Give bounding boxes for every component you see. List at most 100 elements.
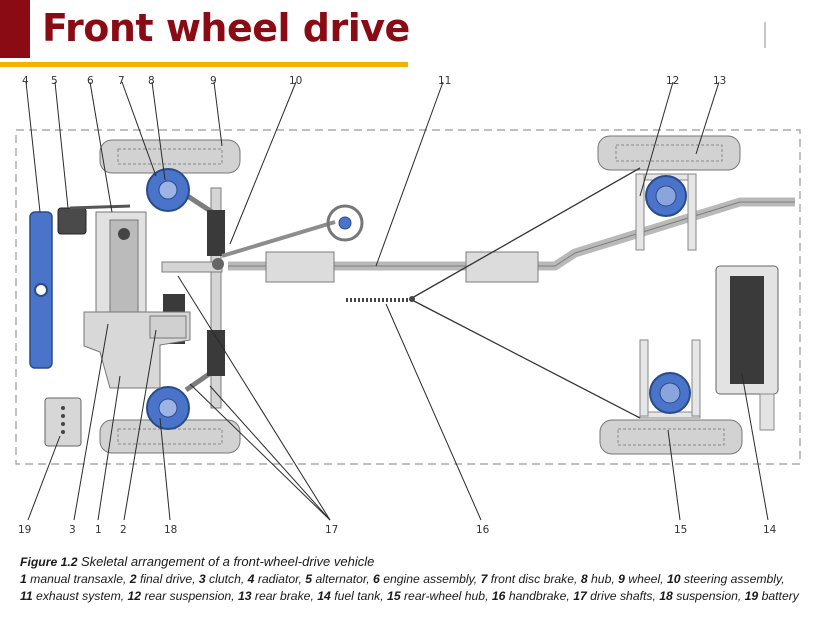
legend-entry: 12 rear suspension,	[128, 589, 235, 603]
alternator-belt	[69, 204, 131, 210]
caption-line-2: 1 manual transaxle, 2 final drive, 3 clu…	[20, 571, 810, 588]
legend-text: front disc brake,	[490, 572, 578, 586]
figure-caption: Figure 1.2 Skeletal arrangement of a fro…	[20, 553, 810, 605]
battery-cell-2	[61, 414, 65, 418]
legend-number: 6	[373, 572, 380, 586]
steering-joint	[212, 258, 224, 270]
steering-column	[221, 220, 336, 258]
callout-1: 1	[95, 524, 102, 536]
fuel-filler-pipe	[759, 393, 775, 431]
callout-4: 4	[22, 75, 29, 87]
callout-11: 11	[438, 75, 451, 87]
callout-8: 8	[148, 75, 155, 87]
legend-text: rear brake,	[254, 589, 314, 603]
legend-number: 4	[247, 572, 255, 586]
legend-number: 1	[20, 572, 27, 586]
legend-number: 9	[618, 572, 625, 586]
legend-entry: 1 manual transaxle,	[20, 572, 126, 586]
front-axle	[210, 187, 222, 409]
legend-number: 2	[129, 572, 137, 586]
callout-5: 5	[51, 75, 58, 87]
legend-number: 11	[20, 589, 33, 603]
front-wheel-tread-top	[117, 148, 223, 165]
leader-7	[121, 81, 157, 177]
leader-16	[385, 303, 482, 521]
caption-title-line: Figure 1.2 Skeletal arrangement of a fro…	[20, 553, 810, 571]
leader-17b	[189, 383, 331, 521]
callout-16: 16	[476, 524, 490, 536]
steering-wheel	[326, 204, 364, 242]
leader-2	[123, 329, 157, 521]
battery-cell-4	[61, 430, 65, 434]
legend-text: battery	[761, 589, 799, 603]
legend-number: 5	[305, 572, 313, 586]
exhaust-silencer-front	[265, 251, 335, 283]
legend-text: engine assembly,	[383, 572, 478, 586]
radiator-fan	[34, 283, 48, 297]
leader-17a	[177, 275, 331, 521]
title-underline	[0, 62, 408, 67]
vehicle-diagram: 4 5 6 7 8 9 10 11 12 13 19 3 1 2 18 17 1…	[15, 75, 801, 536]
engine-filler	[118, 228, 130, 240]
legend-entry: 4 radiator,	[248, 572, 302, 586]
battery-cell-1	[61, 406, 65, 410]
drive-shaft-upper	[184, 192, 214, 215]
leader-13	[695, 81, 720, 155]
leader-17c	[209, 385, 331, 521]
front-hub-top	[158, 180, 178, 200]
legend-entry: 8 hub,	[581, 572, 615, 586]
legend-text: alternator,	[315, 572, 370, 586]
legend-number: 19	[744, 589, 759, 603]
leader-15	[667, 429, 681, 521]
final-drive	[149, 315, 187, 339]
exhaust-silencer-rear	[465, 251, 539, 283]
legend-text: radiator,	[257, 572, 302, 586]
handbrake-cable-top	[411, 167, 641, 299]
legend-text: suspension,	[676, 589, 742, 603]
leader-8	[151, 81, 166, 181]
callout-9: 9	[210, 75, 217, 87]
leader-9	[213, 81, 223, 147]
legend-entry: 10 steering assembly,	[667, 572, 785, 586]
leader-10	[229, 81, 297, 245]
legend-entry: 6 engine assembly,	[373, 572, 477, 586]
slide-edge-marker	[764, 22, 766, 48]
leader-11	[375, 81, 444, 267]
legend-text: hub,	[591, 572, 615, 586]
legend-text: clutch,	[209, 572, 245, 586]
rear-suspension-strut-top-left	[635, 173, 645, 251]
legend-number: 13	[237, 589, 252, 603]
legend-number: 18	[659, 589, 673, 603]
callout-13: 13	[713, 75, 726, 87]
legend-text: drive shafts,	[590, 589, 656, 603]
legend-number: 12	[127, 589, 142, 603]
legend-entry: 14 fuel tank,	[317, 589, 383, 603]
legend-number: 17	[573, 589, 587, 603]
leader-18	[159, 417, 171, 521]
leader-19	[27, 435, 61, 521]
rear-wheel-hub-bottom-inner	[659, 382, 681, 404]
rear-suspension-strut-bottom-right	[691, 339, 701, 417]
rear-wheel-tread-bottom	[617, 428, 725, 446]
steering-hub	[338, 216, 352, 230]
battery-cell-3	[61, 422, 65, 426]
legend-entry: 9 wheel,	[618, 572, 663, 586]
leader-1	[97, 375, 121, 521]
leader-12	[639, 81, 674, 197]
legend-entry: 2 final drive,	[130, 572, 196, 586]
callout-15: 15	[674, 524, 687, 536]
front-hub-bottom	[158, 398, 178, 418]
leader-14	[741, 373, 769, 521]
callout-3: 3	[69, 524, 76, 536]
legend-text: final drive,	[139, 572, 196, 586]
legend-entry: 3 clutch,	[199, 572, 244, 586]
legend-entry: 11 exhaust system,	[20, 589, 124, 603]
legend-entry: 13 rear brake,	[238, 589, 314, 603]
callout-19: 19	[18, 524, 31, 536]
legend-text: handbrake,	[508, 589, 570, 603]
legend-number: 7	[480, 572, 488, 586]
legend-text: rear-wheel hub,	[404, 589, 489, 603]
leader-5	[54, 81, 69, 209]
legend-entry: 7 front disc brake,	[481, 572, 578, 586]
callout-6: 6	[87, 75, 94, 87]
